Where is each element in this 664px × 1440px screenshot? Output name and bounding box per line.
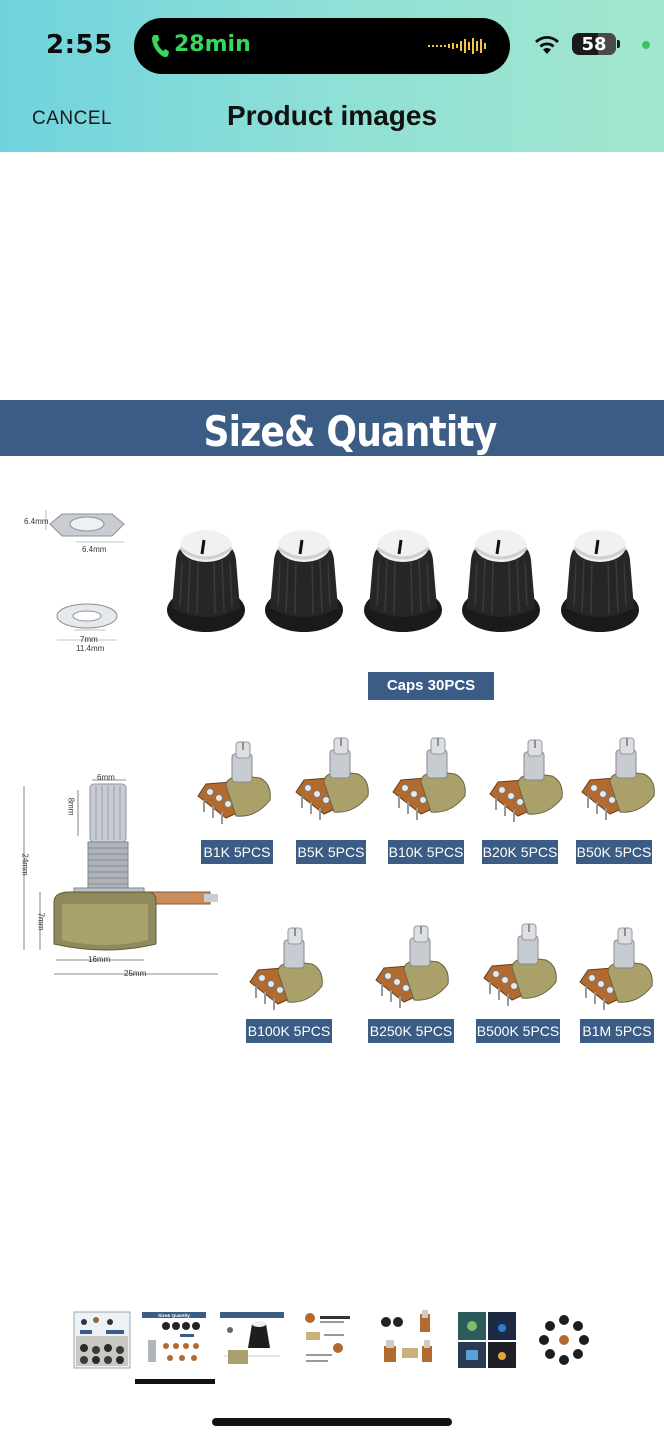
product-image-viewer[interactable]: Size& Quantity 6.4mm 6.4mm 7mm 11.4mm <box>0 152 664 1272</box>
wifi-icon <box>535 36 559 54</box>
battery-cap <box>617 40 620 48</box>
potentiometers-row-1-image <box>197 737 656 825</box>
caps-quantity-label: Caps 30PCS <box>368 672 494 700</box>
hex-nut-image <box>45 510 125 543</box>
battery-indicator: 58 <box>572 33 616 55</box>
home-indicator[interactable] <box>212 1418 452 1426</box>
thumbnail-1[interactable] <box>70 1306 134 1370</box>
status-time: 2:55 <box>46 30 113 60</box>
pot-label-b1m: B1M 5PCS <box>580 1019 654 1043</box>
pot-label-b1k: B1K 5PCS <box>201 840 273 864</box>
thumbnail-strip: Size& Quantity <box>60 1300 620 1380</box>
pot-label-b250k: B250K 5PCS <box>368 1019 454 1043</box>
shaft-diameter-label: 6mm <box>97 773 115 782</box>
body-height-label: 7mm <box>36 912 46 931</box>
washer-image <box>56 603 118 641</box>
phone-icon <box>152 35 169 58</box>
dynamic-island-call[interactable]: 28min <box>134 18 510 74</box>
thumbnail-7[interactable] <box>532 1306 596 1370</box>
total-length-label: 25mm <box>124 969 147 978</box>
thumbnail-3[interactable] <box>220 1306 284 1370</box>
pot-label-b5k: B5K 5PCS <box>296 840 366 864</box>
audio-waveform-icon <box>428 38 486 54</box>
potentiometer-dimension-drawing <box>23 779 218 975</box>
thumbnail-2-selected[interactable]: Size& Quantity <box>142 1306 206 1370</box>
potentiometers-row-2-image <box>249 923 654 1011</box>
battery-level-text: 58 <box>581 34 607 55</box>
pot-label-b50k: B50K 5PCS <box>576 840 652 864</box>
selected-thumbnail-indicator <box>135 1379 215 1384</box>
thumbnail-6[interactable] <box>454 1306 518 1370</box>
privacy-indicator-dot <box>642 41 650 49</box>
page-title: Product images <box>226 100 438 131</box>
pot-label-b100k: B100K 5PCS <box>246 1019 332 1043</box>
svg-text:Size& Quantity: Size& Quantity <box>158 1313 190 1318</box>
image-banner-title: Size& Quantity <box>203 407 498 456</box>
shaft-knurl-length-label: 8mm <box>66 797 76 816</box>
call-duration: 28min <box>174 32 251 57</box>
washer-inner-label: 7mm <box>80 635 98 644</box>
washer-outer-label: 11.4mm <box>76 644 105 653</box>
body-diameter-label: 16mm <box>88 955 111 964</box>
knob-caps-image <box>165 528 641 634</box>
nut-width-label: 6.4mm <box>82 545 107 554</box>
thumbnail-5[interactable] <box>376 1306 440 1370</box>
pot-label-b500k: B500K 5PCS <box>476 1019 560 1043</box>
image-banner <box>0 400 664 456</box>
nut-thickness-label: 6.4mm <box>24 517 49 526</box>
pot-label-b10k: B10K 5PCS <box>388 840 464 864</box>
total-height-label: 24mm <box>20 853 30 876</box>
pot-label-b20k: B20K 5PCS <box>482 840 558 864</box>
header-bar: 2:55 28min 58 CANCEL Product images <box>0 0 664 152</box>
cancel-button[interactable]: CANCEL <box>32 108 113 129</box>
thumbnail-4[interactable] <box>298 1306 362 1370</box>
